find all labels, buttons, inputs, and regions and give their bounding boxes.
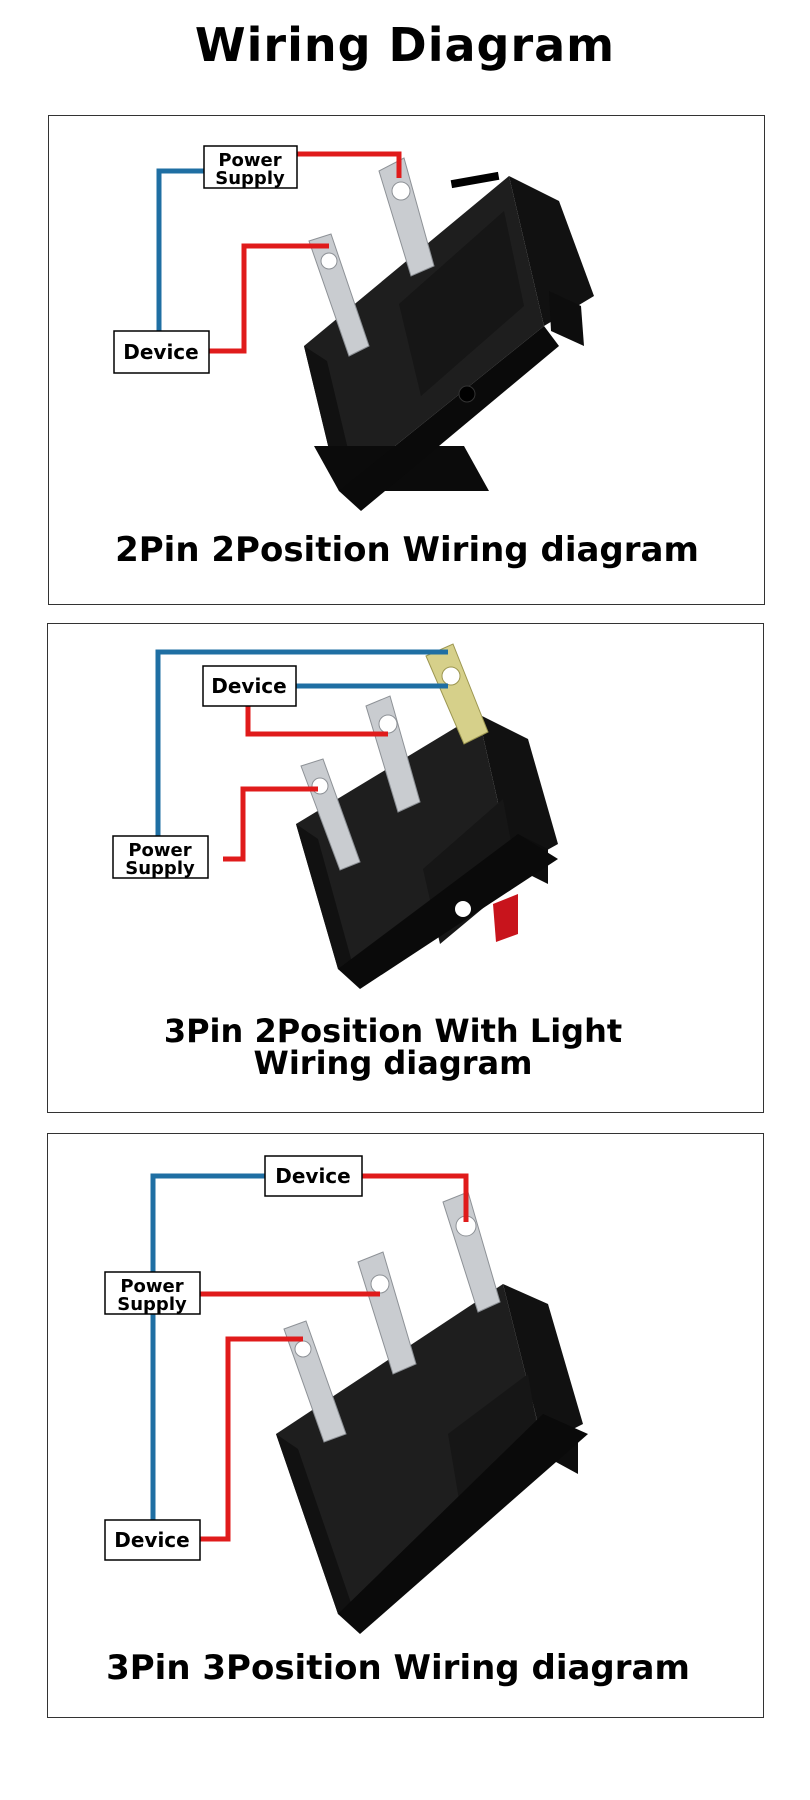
caption-3pin-3position: 3Pin 3Position Wiring diagram	[106, 1648, 690, 1688]
terminal-pin-2	[357, 1251, 417, 1375]
svg-text:Device: Device	[211, 674, 286, 698]
wire-device-to-pin	[245, 706, 388, 737]
wire-pin-to-device	[209, 243, 329, 354]
label-device-top: Device	[264, 1155, 363, 1197]
wire-device-to-pin3	[360, 1173, 469, 1222]
wire-pin1-to-device	[200, 1336, 303, 1542]
svg-text:Device: Device	[123, 340, 198, 364]
panel-3pin-2position-light: Device Power Supply 3Pin 2Position With …	[47, 623, 764, 1113]
diagram-3pin-2position-light: Device Power Supply 3Pin 2Position With …	[112, 643, 622, 1082]
wire-return-top	[155, 649, 448, 839]
terminal-pin-1	[308, 233, 370, 357]
svg-text:Supply: Supply	[125, 858, 195, 879]
terminal-pin-1	[283, 1320, 347, 1443]
label-device-bottom: Device	[104, 1519, 201, 1561]
svg-text:Supply: Supply	[215, 168, 285, 189]
page-title: Wiring Diagram	[194, 18, 616, 72]
terminal-pin-2	[378, 157, 435, 277]
label-power-supply: Power Supply	[203, 145, 298, 189]
caption-3pin-2position-light-line2: Wiring diagram	[254, 1044, 533, 1082]
label-power-supply: Power Supply	[104, 1271, 201, 1315]
svg-text:Power: Power	[218, 150, 281, 171]
diagram-2pin-2position: Power Supply Device 2Pin 2Position Wirin…	[113, 145, 699, 570]
panel-3pin-3position: Device Power Supply Device 3Pin 3Positio…	[47, 1133, 764, 1718]
rocker-switch-icon	[276, 1284, 588, 1634]
wire-return	[150, 1173, 268, 1534]
diagram-3pin-3position: Device Power Supply Device 3Pin 3Positio…	[104, 1155, 690, 1688]
terminal-pin-lamp	[425, 643, 489, 745]
caption-2pin-2position: 2Pin 2Position Wiring diagram	[115, 530, 699, 570]
wire-power-to-pin	[289, 151, 402, 178]
label-device: Device	[113, 330, 210, 374]
label-device: Device	[202, 665, 297, 707]
svg-text:Power: Power	[120, 1276, 183, 1297]
rocker-switch-icon	[296, 714, 558, 989]
svg-text:Device: Device	[114, 1528, 189, 1552]
label-power-supply: Power Supply	[112, 835, 209, 879]
caption-3pin-2position-light-line1: 3Pin 2Position With Light	[164, 1012, 622, 1050]
terminal-pin-2	[365, 695, 421, 813]
wire-return	[156, 168, 204, 331]
panel-2pin-2position: Power Supply Device 2Pin 2Position Wirin…	[48, 115, 765, 605]
svg-text:Supply: Supply	[117, 1294, 187, 1315]
rocker-switch-icon	[304, 171, 594, 511]
terminal-pin-3	[442, 1191, 501, 1313]
svg-text:Power: Power	[128, 840, 191, 861]
svg-text:Device: Device	[275, 1164, 350, 1188]
wire-power-to-pin	[223, 786, 318, 862]
